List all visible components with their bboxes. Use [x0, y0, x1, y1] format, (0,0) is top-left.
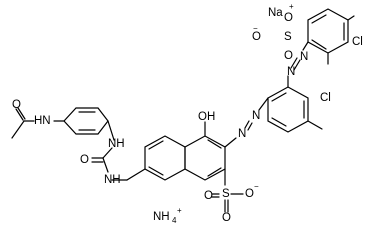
ammonium-label: NH [153, 211, 170, 223]
urea-oxygen: O [80, 154, 89, 166]
top-sulfonate-o-minus: O [252, 31, 261, 43]
azo-n1-mid: N [238, 128, 246, 140]
hydroxyl-label: OH [198, 111, 215, 123]
bottom-sulfonate-o-down: O [222, 212, 231, 224]
top-sulfonate-o-up: O [284, 12, 293, 24]
azo-n1-top: N [287, 66, 295, 78]
top-sulfonate-minus: − [253, 24, 258, 33]
top-sulfonate-s: S [284, 31, 292, 43]
ammonium-charge: + [177, 206, 182, 215]
ammonium-subscript: 4 [172, 216, 177, 225]
urea-nh-top: NH [108, 138, 125, 150]
acetamide-hn: HN [34, 115, 51, 127]
urea-nh-bottom: NH [104, 174, 121, 186]
top-sulfonate-o-down: O [284, 50, 293, 62]
bottom-sulfonate-o-left: O [204, 190, 213, 202]
azo-n2-mid: N [252, 110, 260, 122]
bottom-sulfonate-o-minus: O [245, 188, 254, 200]
atom-labels: Na + O − S O O Cl Cl N N N N OH O HN NH … [12, 2, 363, 225]
molecule-canvas: Na + O − S O O Cl Cl N N N N OH O HN NH … [11, 2, 363, 226]
sodium-charge: + [289, 2, 294, 11]
sodium-label: Na [268, 7, 283, 19]
chlorine-right: Cl [352, 36, 363, 48]
bottom-sulfonate-s: S [222, 188, 230, 200]
structure-drawing: Na + O − S O O Cl Cl N N N N OH O HN NH … [11, 2, 363, 225]
bottom-sulfonate-minus: − [254, 182, 259, 191]
azo-n2-top: N [300, 51, 308, 63]
acetyl-oxygen: O [12, 99, 21, 111]
bond-network [11, 8, 355, 213]
chlorine-left: Cl [320, 92, 331, 104]
